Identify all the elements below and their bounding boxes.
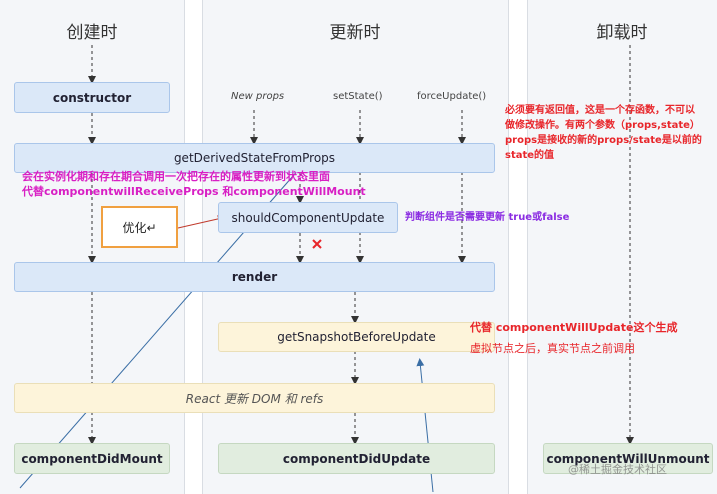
separator-2: [202, 0, 203, 494]
box-get-derived-state-from-props: getDerivedStateFromProps: [14, 143, 495, 173]
replace-note: 代替componentwillReceiveProps 和componentWi…: [22, 185, 366, 198]
box-get-snapshot-before-update: getSnapshotBeforeUpdate: [218, 322, 495, 352]
trigger-force-update: forceUpdate(): [417, 91, 487, 102]
scu-note: 判断组件是否需要更新 true或false: [405, 212, 570, 223]
column-title-create: 创建时: [66, 23, 118, 43]
gdsfp-note-line-2: 做修改操作。有两个参数（props,state）: [505, 120, 700, 131]
column-unmount-bg: [527, 0, 717, 494]
gdsfp-note-line-4: state的值: [505, 150, 555, 161]
gdsfp-note-line-1: 必须要有返回值，这是一个存函数，不可以: [505, 105, 695, 116]
box-constructor: constructor: [14, 82, 170, 113]
box-component-did-update: componentDidUpdate: [218, 443, 495, 474]
gsbu-note-line-1: 代替 componentWillUpdate这个生成: [470, 321, 678, 334]
gsbu-note-line-2: 虚拟节点之后，真实节点之前调用: [470, 342, 635, 355]
box-component-did-mount: componentDidMount: [14, 443, 170, 474]
gdsfp-note: 必须要有返回值，这是一个存函数，不可以 做修改操作。有两个参数（props,st…: [505, 103, 717, 163]
column-title-update: 更新时: [329, 23, 381, 43]
box-component-will-unmount: componentWillUnmount: [543, 443, 713, 474]
optimize-frame: 优化↵: [101, 206, 178, 248]
separator-3: [508, 0, 509, 494]
trigger-set-state: setState(): [333, 91, 383, 102]
box-react-update-dom: React 更新 DOM 和 refs: [14, 383, 495, 413]
optimize-label: 优化↵: [122, 220, 157, 235]
column-title-unmount: 卸载时: [596, 23, 648, 43]
separator-1: [184, 0, 185, 494]
watermark: @稀土掘金技术社区: [568, 463, 667, 476]
gdsfp-note-line-3: props是接收的新的props/state是以前的: [505, 135, 702, 146]
separator-4: [527, 0, 528, 494]
box-render: render: [14, 262, 495, 292]
trigger-new-props: New props: [231, 91, 285, 102]
init-note: 会在实例化期和存在期合调用一次把存在的属性更新到状态里面: [22, 170, 330, 183]
box-should-component-update: shouldComponentUpdate: [218, 202, 398, 233]
